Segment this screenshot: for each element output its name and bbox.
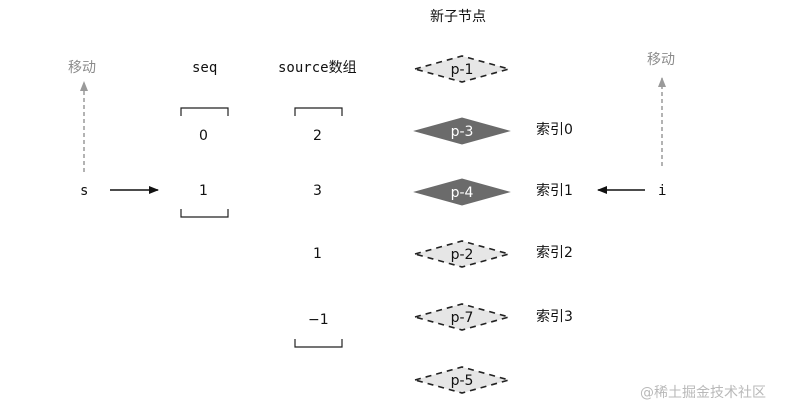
i-move-label: 移动 (647, 52, 675, 68)
source-bracket-bottom (294, 339, 343, 348)
diagram-title: 新子节点 (430, 9, 486, 25)
seq-bracket-top (180, 107, 229, 116)
seq-header: seq (192, 60, 218, 76)
node-p-3-diamond (413, 117, 511, 145)
seq-bracket-bottom (180, 209, 229, 218)
node-p-4-diamond (413, 178, 511, 206)
node-p-1-label: p-1 (451, 62, 474, 78)
node-p-3-label: p-3 (451, 124, 474, 140)
node-layer: p-1 p-3 p-4 p-2 p-7 p-5 (411, 55, 513, 394)
node-p-5-diamond (411, 366, 513, 394)
source-value-1: 3 (313, 183, 322, 199)
node-p-5-label: p-5 (451, 373, 474, 389)
node-p-4-label: p-4 (451, 185, 474, 201)
index-label-2: 索引2 (536, 245, 573, 261)
source-header: source数组 (278, 60, 357, 76)
source-bracket-top (294, 107, 343, 116)
node-p-2-diamond (411, 240, 513, 268)
seq-value-1: 1 (199, 183, 208, 199)
node-p-1-diamond (411, 55, 513, 83)
node-p-7-label: p-7 (451, 310, 474, 326)
node-p-2-label: p-2 (451, 247, 474, 263)
index-label-0: 索引0 (536, 122, 573, 138)
s-pointer-label: s (80, 183, 89, 199)
i-pointer-label: i (658, 183, 667, 199)
source-value-2: 1 (313, 246, 322, 262)
watermark: @稀土掘金技术社区 (640, 385, 766, 401)
node-p-7-diamond (411, 303, 513, 331)
source-value-0: 2 (313, 128, 322, 144)
index-label-1: 索引1 (536, 183, 573, 199)
source-value-3: −1 (308, 312, 329, 328)
seq-value-0: 0 (199, 128, 208, 144)
s-move-label: 移动 (68, 60, 96, 76)
index-label-3: 索引3 (536, 309, 573, 325)
